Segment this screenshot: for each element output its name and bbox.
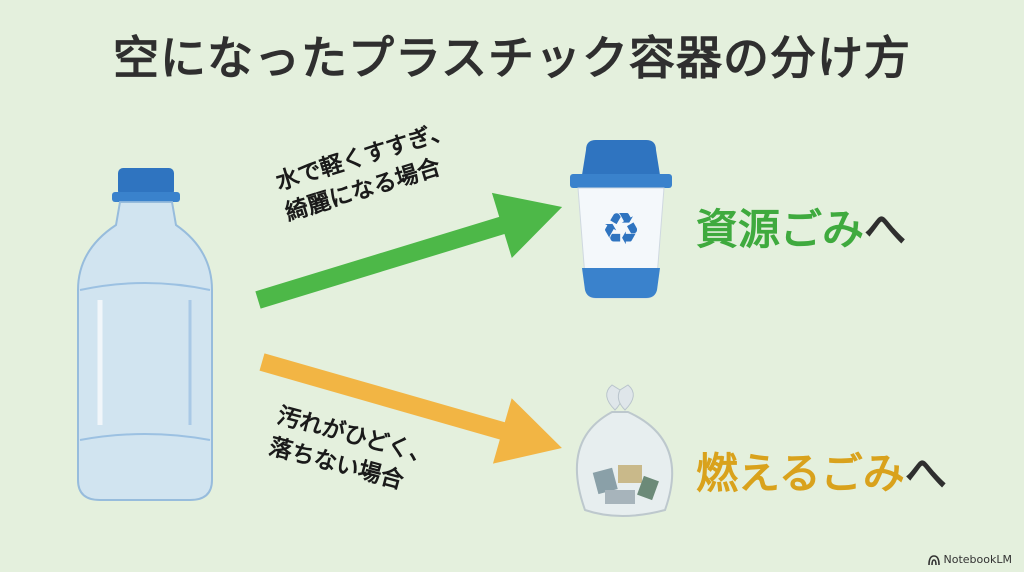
destination-recycle-text: 資源ごみ <box>696 205 865 254</box>
trash-bag-icon <box>575 384 674 517</box>
arrow-to-burnable <box>259 353 562 464</box>
destination-recycle: 資源ごみへ <box>696 196 906 257</box>
destination-burnable-text: 燃えるごみ <box>696 449 905 498</box>
svg-text:♻: ♻ <box>601 204 640 255</box>
destination-suffix: へ <box>904 449 947 498</box>
arrow-to-recycle <box>255 192 563 309</box>
plastic-bottle-icon <box>77 168 213 501</box>
brand-name: NotebookLM <box>943 553 1012 566</box>
brand-watermark: NotebookLM <box>927 553 1012 566</box>
destination-suffix: へ <box>864 205 907 254</box>
page-title: 空になったプラスチック容器の分け方 <box>112 31 912 85</box>
destination-burnable: 燃えるごみへ <box>696 440 947 501</box>
recycle-bin-icon: ♻ <box>570 140 672 299</box>
notebooklm-logo-icon <box>927 554 940 565</box>
